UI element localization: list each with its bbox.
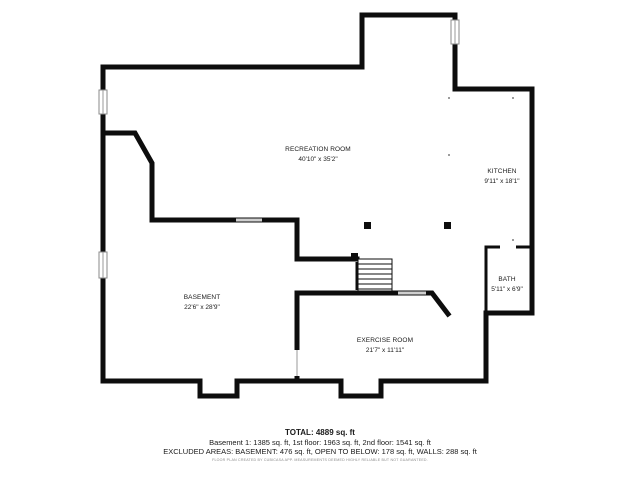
fixture-dot — [512, 239, 514, 241]
excluded-areas: EXCLUDED AREAS: BASEMENT: 476 sq. ft, OP… — [163, 446, 477, 456]
fixture-dot — [448, 154, 450, 156]
floor-plan: RECREATION ROOM 40'10" x 35'2" KITCHEN 9… — [98, 12, 535, 399]
interior-wall-recreation — [100, 130, 360, 262]
fixture-dot — [512, 97, 514, 99]
window-left-lower — [98, 251, 108, 279]
column-post — [444, 222, 451, 229]
room-dims-kitchen: 9'11" x 18'1" — [484, 178, 520, 185]
staircase — [357, 258, 393, 294]
room-dims-basement: 22'6" x 28'9" — [184, 304, 220, 311]
room-dims-exercise: 21'7" x 11'11" — [366, 347, 405, 354]
window-left-upper — [98, 89, 108, 115]
exterior-wall — [100, 12, 535, 399]
fixture-dot — [448, 97, 450, 99]
room-dims-recreation: 40'10" x 35'2" — [298, 156, 338, 163]
room-label-bath: BATH — [498, 276, 515, 283]
total-area: TOTAL: 4889 sq. ft — [0, 428, 640, 438]
floor-breakdown: Basement 1: 1385 sq. ft, 1st floor: 1963… — [209, 437, 431, 447]
window-top-right — [450, 19, 460, 45]
area-summary: TOTAL: 4889 sq. ft Basement 1: 1385 sq. … — [0, 428, 640, 462]
column-post — [351, 253, 358, 260]
room-label-basement: BASEMENT — [184, 294, 221, 301]
total-label: TOTAL: — [285, 428, 314, 437]
room-label-recreation: RECREATION ROOM — [285, 146, 351, 153]
total-value: 4889 sq. ft — [315, 428, 355, 437]
room-label-kitchen: KITCHEN — [487, 168, 516, 175]
disclaimer-text: FLOOR PLAN CREATED BY CUBICASA APP. MEAS… — [212, 457, 428, 462]
interior-wall-bath — [484, 245, 532, 313]
interior-wall-exercise — [294, 290, 452, 384]
room-label-exercise: EXERCISE ROOM — [357, 337, 413, 344]
room-dims-bath: 5'11" x 6'9" — [491, 286, 523, 293]
column-post — [364, 222, 371, 229]
